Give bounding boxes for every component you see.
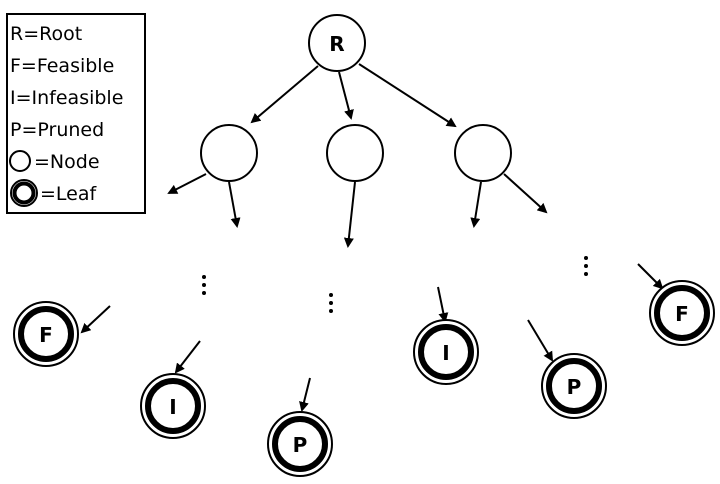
edge-node1-left [167, 173, 207, 194]
legend-box: R=Root F=Feasible I=Infeasible P=Pruned … [6, 13, 146, 214]
ellipsis-3 [584, 256, 588, 276]
legend-leaf: =Leaf [40, 183, 97, 205]
legend-infeasible: I=Infeasible [10, 87, 124, 109]
edge-root-node1 [250, 65, 319, 124]
leaf-label: F [675, 302, 689, 326]
edge-to-leaf-f2 [637, 263, 664, 290]
edge-to-leaf-p1 [299, 377, 311, 412]
root-node: R [308, 14, 366, 72]
edge-to-leaf-i2 [437, 286, 449, 323]
edge-node3-down [470, 181, 482, 228]
leaf-label: P [567, 375, 582, 399]
legend-root: R=Root [10, 23, 83, 45]
leaf-infeasible: I [140, 373, 206, 439]
edge-to-leaf-p2 [527, 319, 554, 362]
edge-root-node3 [358, 63, 457, 128]
leaf-label: I [169, 395, 176, 419]
leaf-icon [10, 179, 38, 207]
leaf-pruned: P [267, 411, 333, 477]
internal-node-3 [454, 124, 512, 182]
leaf-feasible: F [13, 301, 79, 367]
internal-node-2 [326, 124, 384, 182]
leaf-feasible: F [649, 280, 715, 346]
edge-to-leaf-f1 [80, 305, 111, 334]
leaf-pruned: P [541, 353, 607, 419]
root-label: R [329, 32, 344, 56]
edge-node3-right [503, 173, 548, 214]
legend-pruned: P=Pruned [10, 119, 105, 141]
legend-icons [9, 150, 38, 207]
internal-node-1 [200, 124, 258, 182]
ellipsis-2 [329, 293, 333, 313]
leaf-label: I [442, 341, 449, 365]
edge-root-node2 [338, 71, 354, 120]
ellipsis-1 [202, 275, 206, 295]
node-icon [9, 150, 31, 172]
leaf-label: F [39, 323, 53, 347]
edge-node2-down [343, 181, 356, 248]
edge-to-leaf-i1 [174, 340, 201, 374]
leaf-infeasible: I [413, 319, 479, 385]
legend-feasible: F=Feasible [10, 55, 115, 77]
legend-node: =Node [34, 151, 100, 173]
edge-node1-down [228, 181, 241, 228]
leaf-label: P [293, 433, 308, 457]
